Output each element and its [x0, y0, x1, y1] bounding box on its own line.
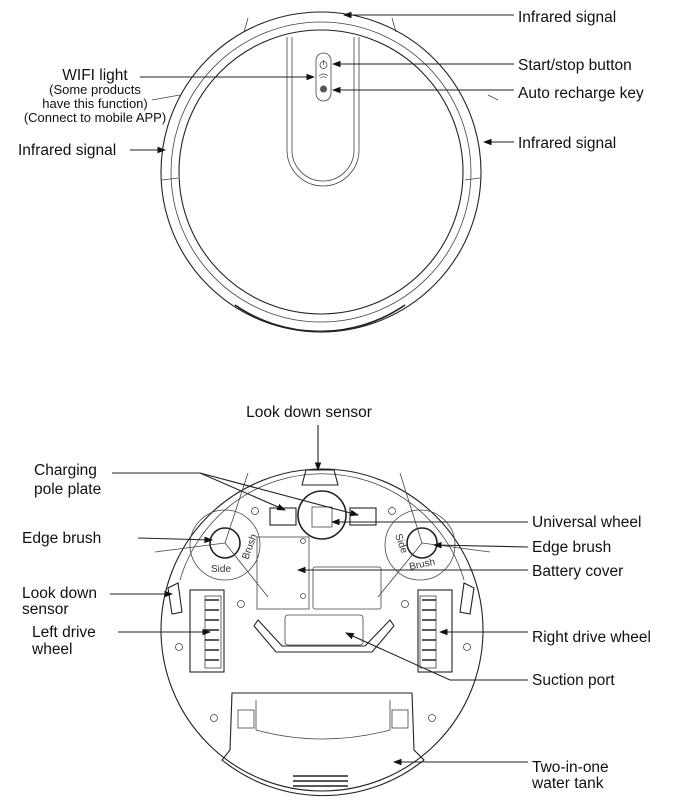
label-water-tank: Two-in-one — [532, 759, 609, 776]
label-edge-brush-left: Edge brush — [22, 530, 101, 547]
charging-plate-right — [349, 507, 377, 526]
label-look-down-top: Look down sensor — [246, 404, 372, 421]
look-down-sensor-top — [301, 469, 339, 486]
suction-port — [253, 619, 395, 653]
right-drive-wheel — [417, 589, 453, 673]
label-edge-brush-right: Edge brush — [532, 539, 611, 556]
label-wifi-light: WIFI light — [62, 67, 128, 84]
label-water-tank: water tank — [531, 775, 604, 792]
label-charging: pole plate — [34, 481, 101, 498]
label-left-wheel: Left drive — [32, 624, 96, 641]
label-battery-cover: Battery cover — [532, 563, 623, 580]
leader-lines — [110, 11, 529, 766]
label-infrared-top: Infrared signal — [518, 9, 616, 26]
water-tank — [221, 692, 425, 797]
label-wifi-note: (Connect to mobile APP) — [24, 110, 166, 125]
look-down-sensor-left — [167, 582, 183, 615]
universal-wheel — [297, 490, 347, 540]
side-brush-text: Side — [392, 532, 409, 555]
robot-top-view — [151, 11, 499, 333]
brush-text: Brush — [408, 557, 436, 573]
label-infrared-right: Infrared signal — [518, 135, 616, 152]
left-drive-wheel — [189, 589, 225, 673]
label-look-down-left: Look down — [22, 585, 97, 602]
label-left-wheel: wheel — [31, 641, 73, 658]
label-universal-wheel: Universal wheel — [532, 514, 641, 531]
label-start-stop: Start/stop button — [518, 57, 632, 74]
robot-bottom-view: Side Brush Side Brush — [154, 468, 491, 797]
label-infrared-left: Infrared signal — [18, 142, 116, 159]
side-brush-text: Side — [211, 564, 231, 575]
label-auto-recharge: Auto recharge key — [518, 85, 644, 102]
recharge-icon — [320, 85, 327, 93]
label-suction-port: Suction port — [532, 672, 615, 689]
label-charging: Charging — [34, 462, 97, 479]
control-panel — [286, 37, 360, 187]
label-wifi-note: (Some products — [49, 82, 141, 97]
charging-plate-left — [269, 507, 297, 526]
label-right-wheel: Right drive wheel — [532, 629, 651, 646]
battery-cover — [256, 536, 310, 610]
labels: Infrared signal WIFI light (Some product… — [18, 9, 651, 792]
wifi-icon — [318, 73, 329, 79]
label-look-down-left: sensor — [22, 601, 69, 618]
button-pill — [315, 52, 332, 102]
label-wifi-note: have this function) — [42, 96, 148, 111]
